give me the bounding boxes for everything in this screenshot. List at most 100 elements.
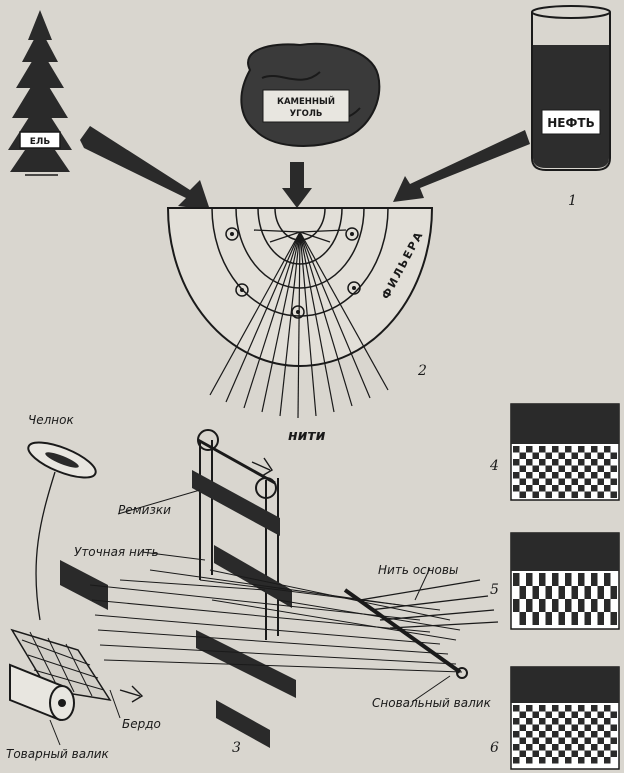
weave-cell <box>604 446 611 453</box>
figure-number-6: 6 <box>490 740 499 756</box>
coal-label-line-2: УГОЛЬ <box>290 109 323 119</box>
weave-cell <box>513 459 520 466</box>
weave-cell <box>558 737 565 744</box>
weave-cell <box>604 744 611 751</box>
weave-cell <box>610 618 617 625</box>
weave-cell <box>565 605 572 612</box>
weave-cell <box>545 612 552 619</box>
weave-cell <box>552 573 559 580</box>
weave-cell <box>545 737 552 744</box>
weave-cell <box>597 465 604 472</box>
threads-label: нити <box>288 428 326 444</box>
weave-cell <box>539 731 546 738</box>
shuttle-label: Челнок <box>28 413 74 427</box>
weave-cell <box>532 491 539 498</box>
weave-cell <box>552 757 559 764</box>
weave-cell <box>526 472 533 479</box>
weave-cell <box>591 605 598 612</box>
weave-cell <box>565 579 572 586</box>
heddles-label: Ремизки <box>118 503 171 517</box>
coal-label-line-1: КАМЕННЫЙ <box>277 95 335 107</box>
weave-cell <box>610 737 617 744</box>
weave-cell <box>578 757 585 764</box>
weave-cell <box>597 750 604 757</box>
weave-cell <box>558 491 565 498</box>
weave-cell <box>571 452 578 459</box>
weave-cell <box>565 731 572 738</box>
weave-cell <box>558 711 565 718</box>
weave-cell <box>571 491 578 498</box>
weave-cell <box>578 446 585 453</box>
weave-cell <box>513 705 520 712</box>
weave-cell <box>526 757 533 764</box>
weave-cell <box>526 573 533 580</box>
weave-cell <box>597 491 604 498</box>
weave-cell <box>565 446 572 453</box>
weave-cell <box>532 618 539 625</box>
weave-cell <box>545 618 552 625</box>
weave-cell <box>519 612 526 619</box>
weave-cell <box>578 705 585 712</box>
weave-cell <box>526 485 533 492</box>
weave-cell <box>604 573 611 580</box>
coal-lump-illustration: КАМЕННЫЙ УГОЛЬ <box>240 42 381 147</box>
weave-cell <box>610 465 617 472</box>
weave-cell <box>597 724 604 731</box>
weave-cell <box>597 711 604 718</box>
weave-cell <box>584 592 591 599</box>
weave-cell <box>610 452 617 459</box>
loom-illustration <box>9 429 499 748</box>
weave-cell <box>591 705 598 712</box>
weave-cell <box>578 605 585 612</box>
weave-cell <box>519 592 526 599</box>
weave-cell <box>552 705 559 712</box>
weave-swatch-6 <box>510 666 620 770</box>
weave-cell <box>552 718 559 725</box>
weave-cell <box>539 485 546 492</box>
weave-cell <box>526 459 533 466</box>
weave-cell <box>513 744 520 751</box>
weave-cell <box>545 491 552 498</box>
weave-cell <box>552 472 559 479</box>
weave-cell <box>604 472 611 479</box>
weave-cell <box>584 750 591 757</box>
weave-cell <box>513 757 520 764</box>
weave-cell <box>526 718 533 725</box>
weave-cell <box>584 711 591 718</box>
weave-cell <box>565 472 572 479</box>
weave-cell <box>591 731 598 738</box>
weave-cell <box>519 737 526 744</box>
weave-cell <box>571 478 578 485</box>
weave-cell <box>513 573 520 580</box>
weave-cell <box>584 465 591 472</box>
weave-cell <box>578 718 585 725</box>
weave-cell <box>584 452 591 459</box>
weave-cell <box>610 586 617 593</box>
weave-cell <box>597 618 604 625</box>
weave-cell <box>539 446 546 453</box>
weave-cell <box>532 737 539 744</box>
weave-cell <box>610 724 617 731</box>
weave-cell <box>519 750 526 757</box>
weave-cell <box>558 586 565 593</box>
weave-cell <box>610 491 617 498</box>
weave-cell <box>552 446 559 453</box>
weave-cell <box>519 586 526 593</box>
weave-cell <box>565 757 572 764</box>
weave-cell <box>571 750 578 757</box>
weave-cell <box>545 478 552 485</box>
weave-cell <box>578 599 585 606</box>
weave-cell <box>565 705 572 712</box>
weave-cell <box>578 731 585 738</box>
weave-cell <box>552 485 559 492</box>
weave-cell <box>526 446 533 453</box>
weave-cell <box>513 485 520 492</box>
weave-cell <box>578 744 585 751</box>
weave-cell <box>532 612 539 619</box>
weave-cell <box>610 750 617 757</box>
weave-cell <box>513 599 520 606</box>
weave-cell <box>591 718 598 725</box>
weave-cell <box>558 592 565 599</box>
weave-cell <box>565 573 572 580</box>
